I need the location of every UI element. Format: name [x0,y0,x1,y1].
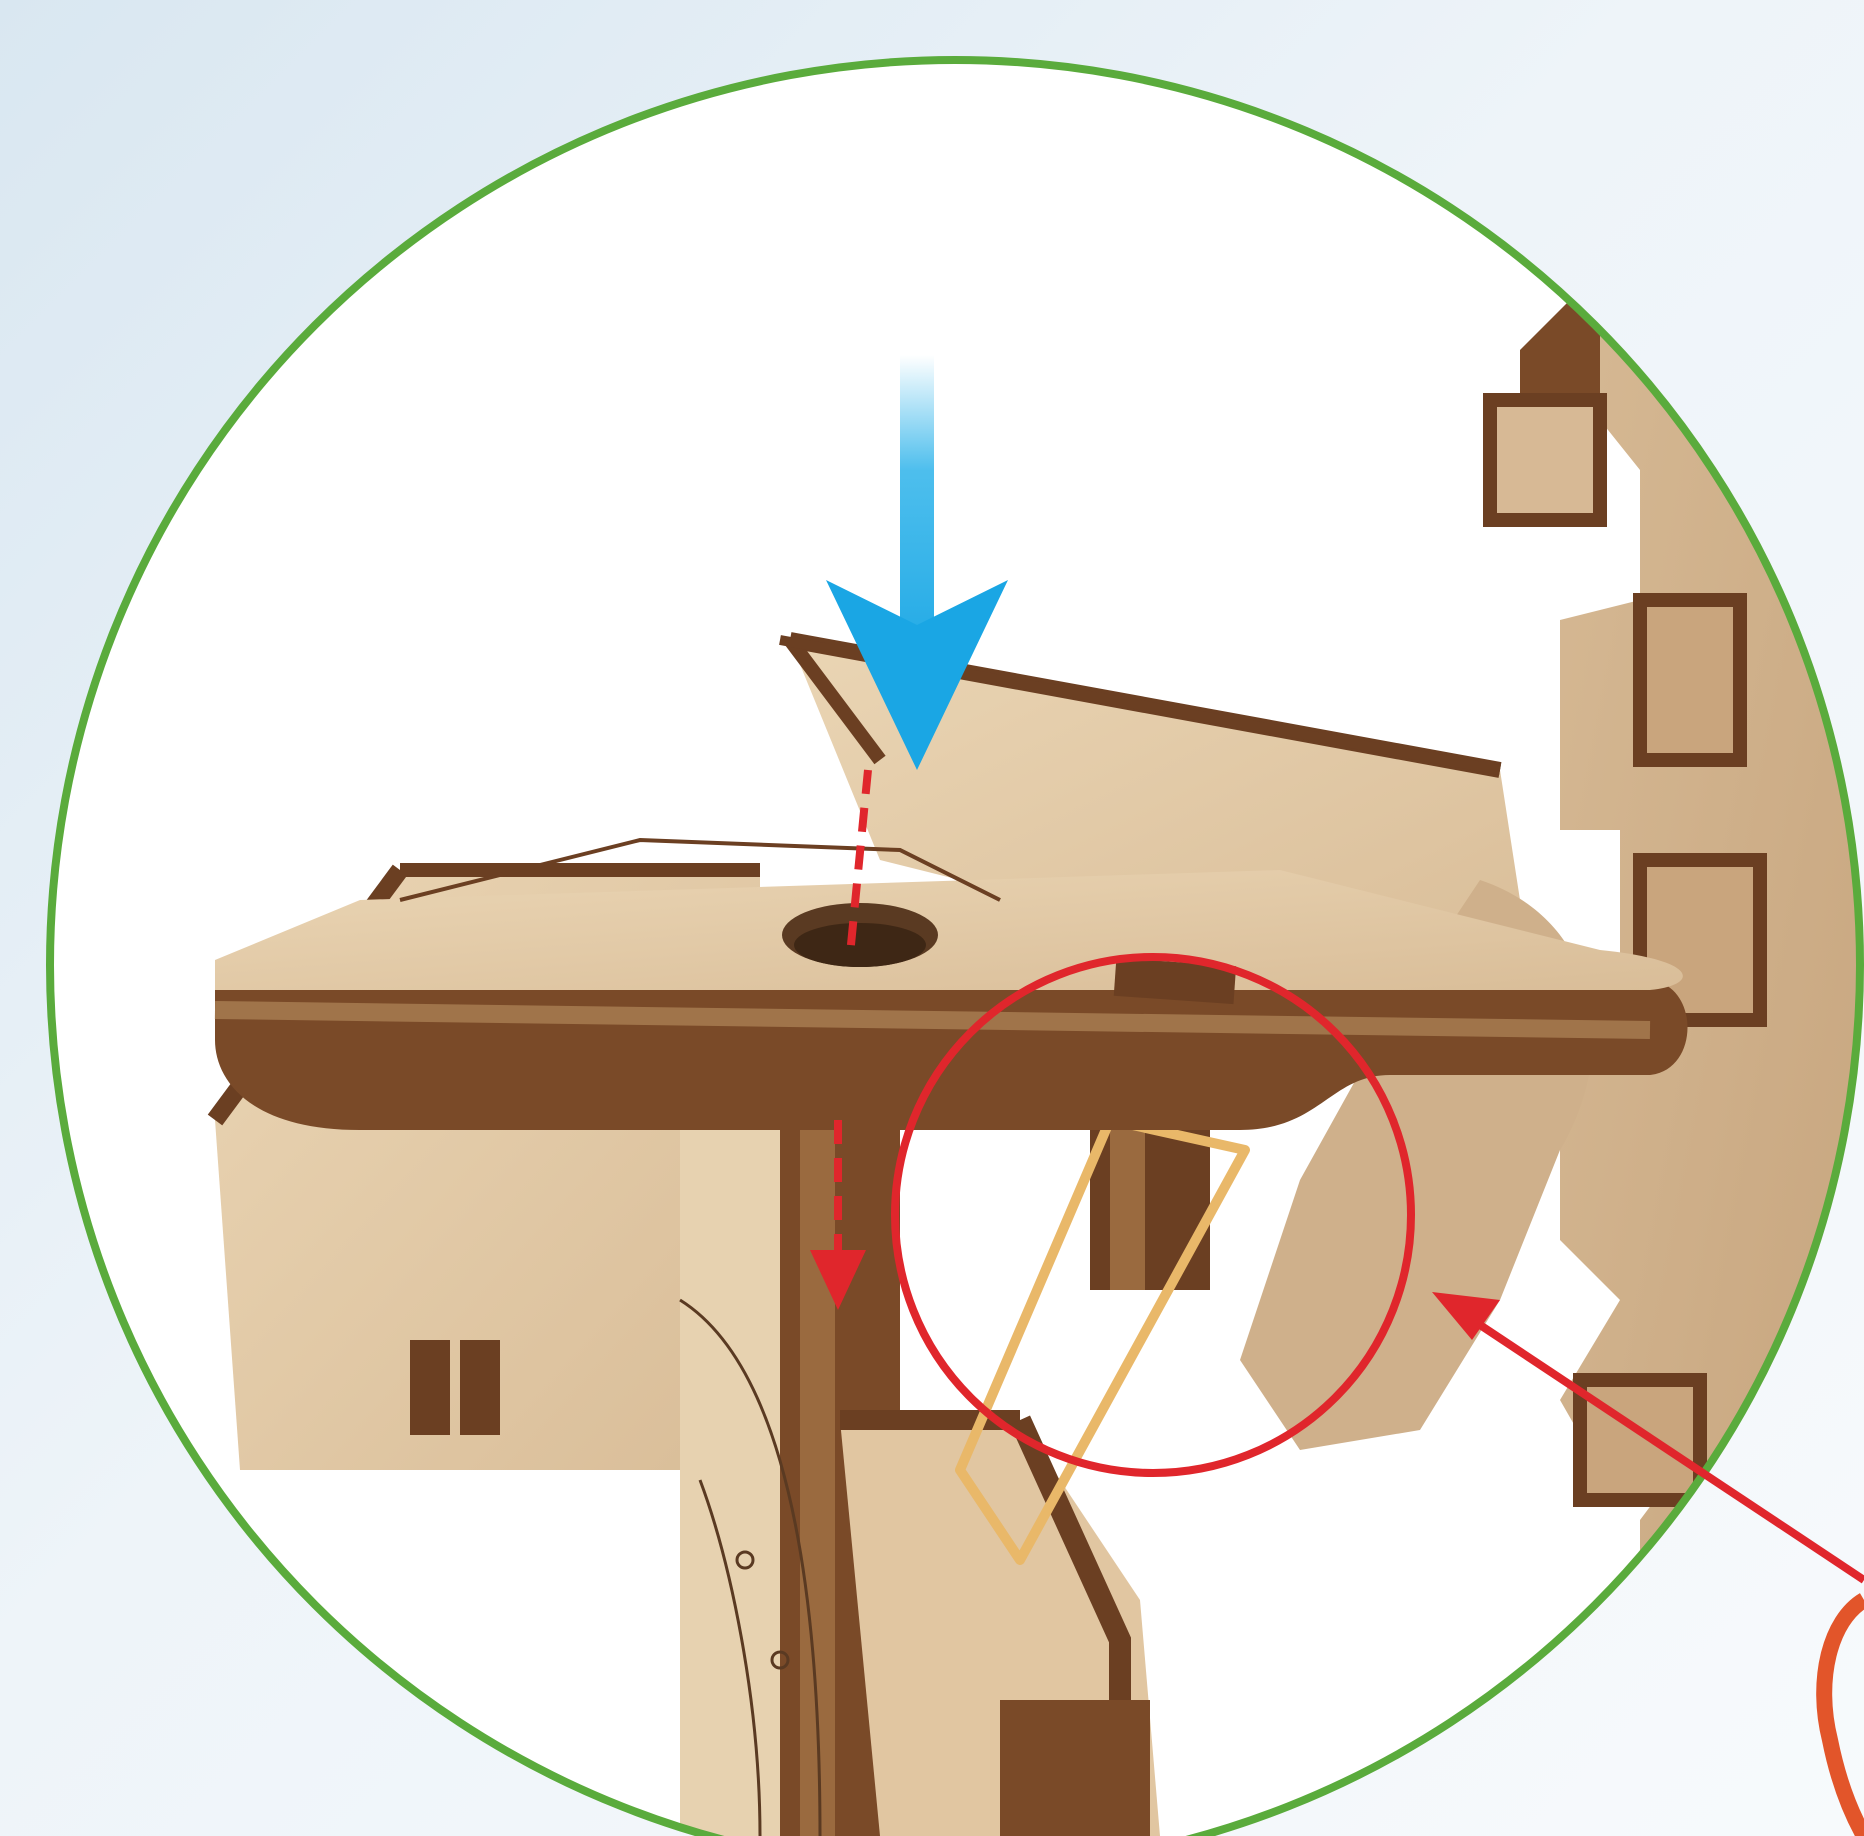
rubber-band-part-icon [1824,1600,1864,1836]
